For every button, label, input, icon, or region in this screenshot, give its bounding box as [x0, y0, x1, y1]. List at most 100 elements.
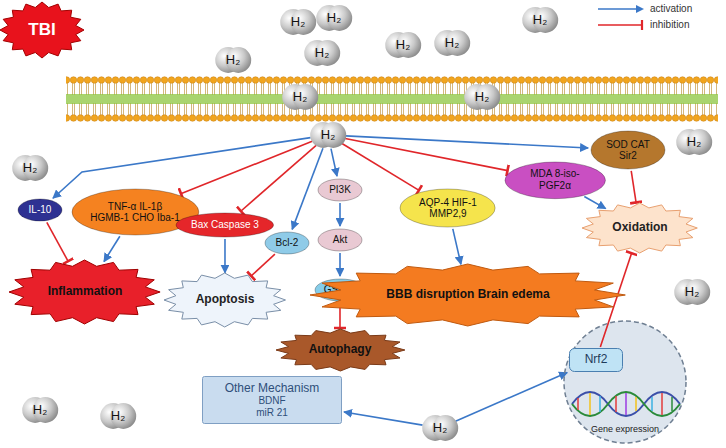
- node-label: H₂: [396, 38, 410, 53]
- outcome-burst: Oxidation: [581, 202, 698, 254]
- node-label: SOD CAT Sir2: [603, 139, 653, 162]
- node-label: H₂: [321, 128, 335, 143]
- h2-molecule: H₂: [310, 121, 346, 149]
- node-content: Inflammation: [48, 285, 123, 299]
- inhibition-line: [181, 141, 312, 193]
- node-label: Autophagy: [309, 343, 372, 357]
- node-content: H₂: [475, 90, 489, 105]
- outcome-burst: Autophagy: [275, 328, 406, 372]
- node-content: BBB disruption Brain edema: [386, 288, 549, 302]
- node-content: H₂: [226, 53, 240, 68]
- node-label: Bcl-2: [276, 237, 299, 249]
- outcome-burst: BBB disruption Brain edema: [309, 263, 626, 327]
- inhibition-line: [47, 222, 68, 261]
- node-content: Bcl-2: [276, 237, 299, 249]
- factor-ellipse: AQP-4 HIF-1 MMP2,9: [399, 188, 496, 228]
- node-label: Nrf2: [585, 353, 608, 367]
- node-label: AQP-4 HIF-1 MMP2,9: [415, 197, 481, 220]
- factor-ellipse: Bcl-2: [264, 231, 310, 255]
- node-label: Bax Caspase 3: [191, 219, 259, 231]
- node-label: H₂: [111, 409, 125, 424]
- inhibition-line: [600, 253, 631, 347]
- factor-ellipse: PI3K: [317, 178, 363, 202]
- h2-molecule: H₂: [422, 414, 458, 442]
- activation-arrow: [339, 203, 341, 226]
- transcription-factor-box: Nrf2: [569, 348, 623, 372]
- inhibition-line: [241, 145, 316, 211]
- node-content: H₂: [291, 15, 305, 30]
- node-label: Other Mechanism: [225, 382, 320, 396]
- h2-molecule: H₂: [304, 39, 340, 67]
- outcome-burst: Apoptosis: [163, 272, 286, 328]
- node-content: AQP-4 HIF-1 MMP2,9: [415, 197, 481, 220]
- nucleus-fill: [564, 321, 686, 443]
- node-content: H₂: [33, 403, 47, 418]
- node-label: PI3K: [329, 184, 351, 196]
- activation-arrow: [53, 138, 311, 199]
- node-label: H₂: [23, 161, 37, 176]
- node-content: MDA 8-iso-PGF2α: [520, 168, 590, 191]
- h2-molecule: H₂: [385, 31, 421, 59]
- h2-molecule: H₂: [522, 6, 558, 34]
- node-label: Apoptosis: [196, 293, 255, 307]
- node-content: H₂: [396, 38, 410, 53]
- node-content: H₂: [685, 285, 699, 300]
- activation-arrow: [344, 412, 423, 425]
- node-label: H₂: [445, 36, 459, 51]
- node-content: SOD CAT Sir2: [603, 139, 653, 162]
- node-label: BBB disruption Brain edema: [386, 288, 549, 302]
- node-content: TBI: [28, 20, 55, 40]
- activation-arrow: [346, 136, 588, 148]
- h2-molecule: H₂: [464, 83, 500, 111]
- node-content: Bax Caspase 3: [191, 219, 259, 231]
- node-content: Gene expression: [591, 424, 659, 434]
- node-label: TNF-α IL-1β HGMB-1 CHO Iba-1: [90, 201, 180, 224]
- mechanism-box: Other MechanismBDNFmiR 21: [202, 376, 342, 424]
- node-content: Akt: [333, 234, 347, 246]
- node-label: H₂: [433, 421, 447, 436]
- node-content: IL-10: [29, 204, 52, 216]
- node-label: H₂: [315, 46, 329, 61]
- node-label: Akt: [333, 234, 347, 246]
- cell-membrane: [66, 76, 718, 122]
- node-label: Gene expression: [591, 424, 659, 434]
- legend-label: activation: [650, 3, 692, 15]
- h2-molecule: H₂: [100, 402, 136, 430]
- membrane-core: [66, 94, 718, 104]
- node-label: H₂: [685, 285, 699, 300]
- factor-ellipse: Akt: [317, 228, 363, 252]
- node-content: Other MechanismBDNFmiR 21: [225, 382, 320, 419]
- factor-ellipse: SOD CAT Sir2: [590, 130, 666, 170]
- node-label: Oxidation: [612, 221, 667, 235]
- node-label: H₂: [226, 53, 240, 68]
- node-content: PI3K: [329, 184, 351, 196]
- h2-molecule: H₂: [674, 278, 710, 306]
- inhibition-line: [251, 254, 275, 276]
- node-label: H₂: [533, 13, 547, 28]
- node-content: H₂: [533, 13, 547, 28]
- node-content: Apoptosis: [196, 293, 255, 307]
- nucleus: Gene expression Nrf2: [563, 320, 687, 444]
- activation-arrow: [453, 229, 461, 264]
- node-label: MDA 8-iso-PGF2α: [520, 168, 590, 191]
- dna-helix: [572, 392, 680, 416]
- factor-ellipse: Bax Caspase 3: [175, 212, 275, 238]
- h2-molecule: H₂: [22, 396, 58, 424]
- factor-ellipse: MDA 8-iso-PGF2α: [504, 161, 606, 200]
- node-content: H₂: [327, 11, 341, 26]
- h2-molecule: H₂: [434, 29, 470, 57]
- activation-arrow: [455, 373, 567, 422]
- activation-arrow: [584, 197, 605, 209]
- node-content: H₂: [687, 135, 701, 150]
- node-label: H₂: [475, 90, 489, 105]
- node-label: H₂: [33, 403, 47, 418]
- node-label: TBI: [28, 20, 55, 40]
- node-content: Nrf2: [585, 353, 608, 367]
- node-content: H₂: [321, 128, 335, 143]
- node-content: H₂: [433, 421, 447, 436]
- node-content: H₂: [315, 46, 329, 61]
- node-content: TNF-α IL-1β HGMB-1 CHO Iba-1: [90, 201, 180, 224]
- activation-arrow: [331, 149, 337, 176]
- h2-molecule: H₂: [215, 46, 251, 74]
